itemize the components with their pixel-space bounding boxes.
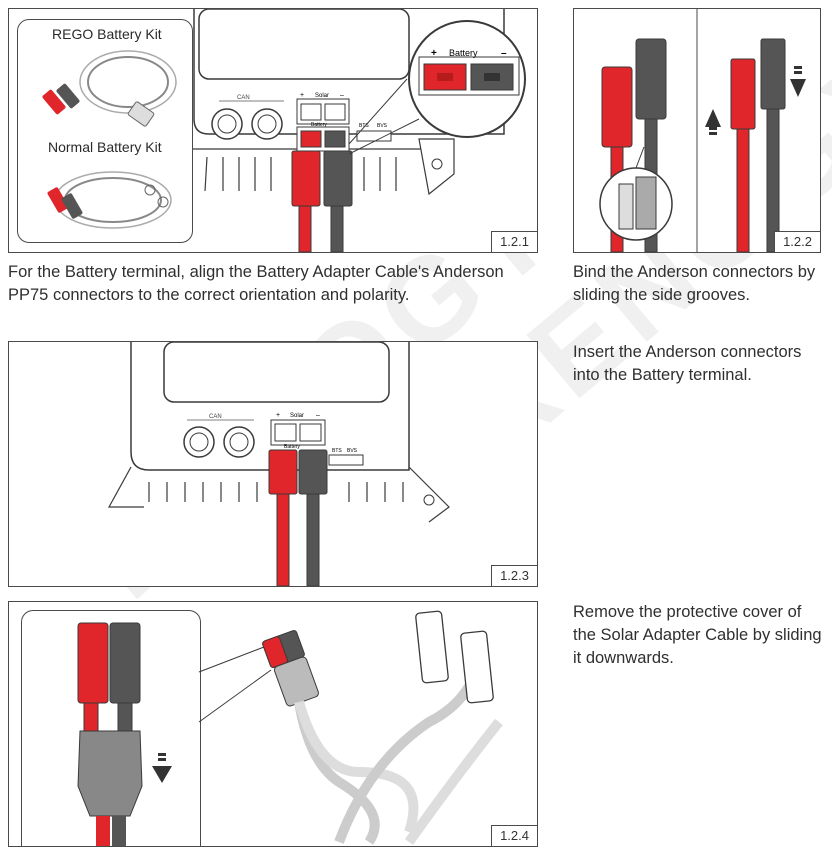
figure-1-2-3: CAN + Solar – Battery BTS BVS 1.2.3 [8, 341, 538, 587]
solar-label: Solar [315, 93, 329, 99]
cover-slide-illustration [77, 622, 172, 846]
minus-sign: – [340, 92, 344, 99]
battery-label-small: Battery [284, 444, 300, 450]
plus-sign: + [276, 412, 280, 419]
bind-connectors-illustration [599, 9, 806, 252]
bts-label: BTS [332, 448, 342, 454]
solar-adapter-cable-illustration [198, 610, 503, 845]
figure-number: 1.2.1 [491, 231, 537, 252]
rego-battery-kit-label: REGO Battery Kit [52, 26, 162, 42]
zoom-minus: – [501, 48, 507, 59]
caption-remove-cover: Remove the protective cover of the Solar… [573, 603, 822, 667]
caption-align-connectors: For the Battery terminal, align the Batt… [8, 263, 504, 304]
can-label: CAN [209, 414, 222, 420]
normal-battery-kit-label: Normal Battery Kit [48, 139, 162, 155]
caption-insert-connectors: Insert the Anderson connectors into the … [573, 343, 802, 384]
figure-1-2-4: 1.2.4 [8, 601, 538, 847]
bvs-label: BVS [347, 448, 358, 454]
normal-kit-cable-illustration [47, 171, 172, 229]
battery-label-small: Battery [311, 122, 327, 128]
cover-slide-inset [21, 610, 201, 846]
figure-number: 1.2.2 [774, 231, 820, 252]
caption-bind-connectors: Bind the Anderson connectors by sliding … [573, 263, 816, 304]
battery-kit-inset: REGO Battery Kit Normal Battery Kit [17, 19, 193, 243]
figure-1-2-1: CAN + Solar – Battery BTS BVS + [8, 8, 538, 253]
bts-label: BTS [359, 123, 369, 129]
zoom-battery-label: Battery [449, 48, 478, 58]
figure-number: 1.2.4 [491, 825, 537, 846]
figure-1-2-2: 1.2.2 [573, 8, 821, 253]
figure-number: 1.2.3 [491, 565, 537, 586]
plus-sign: + [300, 92, 304, 99]
can-label: CAN [237, 95, 250, 101]
bvs-label: BVS [377, 123, 388, 129]
solar-label: Solar [290, 413, 304, 419]
controller-illustration: CAN + Solar – Battery BTS BVS + [183, 9, 526, 252]
rego-kit-cable-illustration [42, 50, 177, 127]
zoom-plus: + [431, 48, 437, 59]
minus-sign: – [316, 412, 320, 419]
controller-insert-illustration: CAN + Solar – Battery BTS BVS [107, 342, 450, 586]
